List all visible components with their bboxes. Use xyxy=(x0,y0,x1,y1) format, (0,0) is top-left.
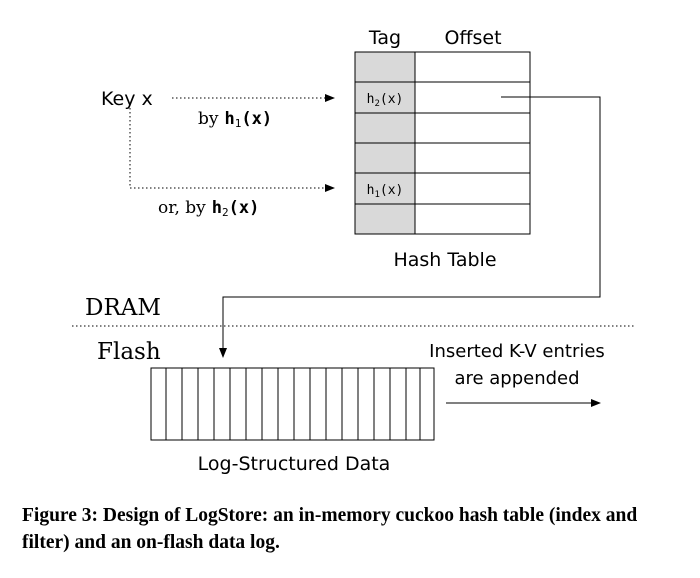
dram-label: DRAM xyxy=(85,295,161,321)
offset-pointer-arrow xyxy=(219,96,601,358)
cell-h2x: h2(x) xyxy=(367,92,404,109)
log-border xyxy=(150,367,435,441)
flash-label: Flash xyxy=(97,339,161,365)
key-label: Key x xyxy=(101,88,153,110)
figure-caption: Figure 3: Design of LogStore: an in-memo… xyxy=(22,505,638,553)
hash-table-row-lines xyxy=(355,81,530,205)
log-structured-data: Log-Structured Data Inserted K-V entries… xyxy=(150,341,605,475)
cell-h1x: h1(x) xyxy=(367,183,404,200)
memory-boundary: DRAM Flash xyxy=(72,295,636,365)
log-title: Log-Structured Data xyxy=(198,453,391,475)
hash-table: Tag Offset h2(x) h1(x) Hash Table xyxy=(354,27,531,271)
h2-dotted-arrow xyxy=(129,108,335,192)
log-entry-dividers xyxy=(165,368,421,440)
tag-column-header: Tag xyxy=(368,27,401,49)
append-label-line2: are appended xyxy=(454,368,579,389)
append-label-line1: Inserted K-V entries xyxy=(429,341,605,362)
hash-table-title: Hash Table xyxy=(393,249,496,271)
offset-column-header: Offset xyxy=(444,27,501,49)
